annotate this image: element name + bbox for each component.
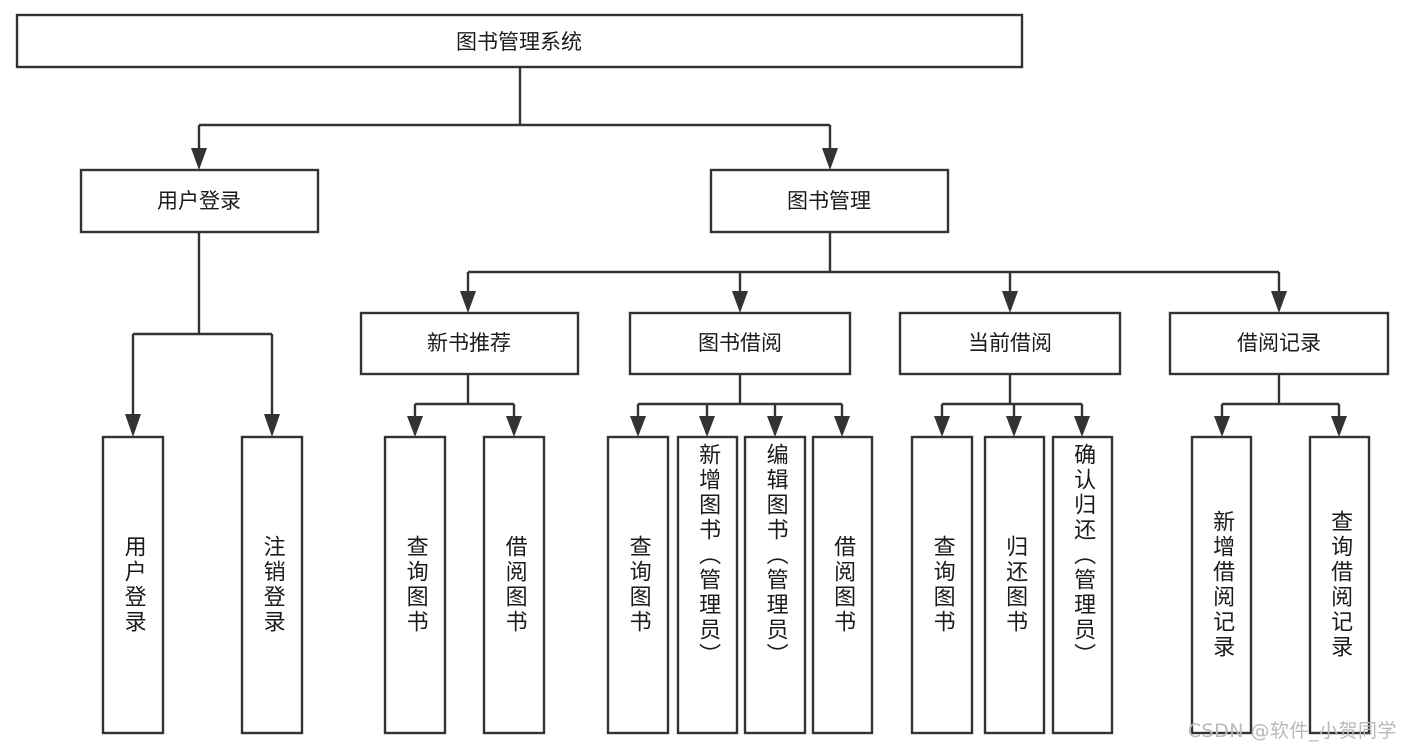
arrow-confirm-return (1074, 416, 1090, 437)
arrow-query-book-cur (934, 416, 950, 437)
arrow-new-book-recommend (460, 291, 476, 313)
leaf-box-user-logout[interactable] (240, 435, 304, 735)
leaf-box-add-record[interactable] (1190, 435, 1253, 735)
leaf-box-add-book[interactable] (676, 435, 739, 735)
node-borrow-record[interactable]: 借阅记录 (1168, 311, 1390, 376)
node-borrow-record-label: 借阅记录 (1237, 331, 1321, 355)
leaf-box-query-book-cur[interactable] (910, 435, 974, 735)
arrow-edit-book (767, 416, 783, 437)
leaf-box-query-book-rec[interactable] (383, 435, 447, 735)
node-book-manage[interactable]: 图书管理 (709, 168, 950, 234)
node-new-book-recommend-box[interactable] (359, 311, 580, 376)
leaf-box-borrow-book[interactable] (811, 435, 874, 735)
connector-group-root-to-level2 (191, 67, 838, 170)
node-book-manage-label: 图书管理 (787, 189, 871, 213)
leaf-box-query-book-borrow[interactable] (606, 435, 670, 735)
node-borrow-record-box[interactable] (1168, 311, 1390, 376)
arrow-add-record (1214, 416, 1230, 437)
connector-group-current-borrow-children (934, 374, 1090, 437)
arrow-query-book-rec (407, 416, 423, 437)
node-book-borrow[interactable]: 图书借阅 (628, 311, 852, 376)
node-root-label: 图书管理系统 (456, 30, 582, 54)
arrow-borrow-book (834, 416, 850, 437)
arrow-borrow-record (1271, 291, 1287, 313)
arrow-add-book (699, 416, 715, 437)
connector-group-borrow-record-children (1214, 374, 1347, 437)
leaf-box-borrow-book-rec[interactable] (482, 435, 546, 735)
node-root[interactable]: 图书管理系统 (15, 13, 1024, 69)
csdn-watermark: CSDN @软件_小贺同学 (1187, 720, 1397, 742)
node-root-box[interactable] (15, 13, 1024, 69)
leaf-box-user-login[interactable] (101, 435, 165, 735)
node-book-manage-box[interactable] (709, 168, 950, 234)
leaf-box-query-record[interactable] (1308, 435, 1371, 735)
arrow-leaf-user-login (125, 414, 141, 437)
node-book-borrow-label: 图书借阅 (698, 331, 782, 355)
connector-group-user-login-children (125, 232, 280, 437)
arrow-return-book (1006, 416, 1022, 437)
node-user-login-label: 用户登录 (157, 189, 241, 213)
node-current-borrow-label: 当前借阅 (968, 331, 1052, 355)
arrow-user-login (191, 148, 207, 170)
arrow-book-borrow (732, 291, 748, 313)
arrow-leaf-user-logout (264, 414, 280, 437)
node-current-borrow-box[interactable] (898, 311, 1122, 376)
node-user-login[interactable]: 用户登录 (79, 168, 320, 234)
node-user-login-box[interactable] (79, 168, 320, 234)
arrow-book-manage (822, 148, 838, 170)
arrow-current-borrow (1002, 291, 1018, 313)
arrow-query-book-borrow (630, 416, 646, 437)
arrow-borrow-book-rec (506, 416, 522, 437)
node-new-book-recommend[interactable]: 新书推荐 (359, 311, 580, 376)
leaf-box-edit-book[interactable] (743, 435, 807, 735)
leaf-box-confirm-return[interactable] (1051, 435, 1114, 735)
connector-group-new-book-recommend-children (407, 374, 522, 437)
node-new-book-recommend-label: 新书推荐 (427, 331, 511, 355)
node-book-borrow-box[interactable] (628, 311, 852, 376)
arrow-query-record (1331, 416, 1347, 437)
leaf-box-return-book[interactable] (983, 435, 1046, 735)
connector-group-book-borrow-children (630, 374, 850, 437)
node-current-borrow[interactable]: 当前借阅 (898, 311, 1122, 376)
connector-group-book-manage-children (460, 232, 1287, 313)
